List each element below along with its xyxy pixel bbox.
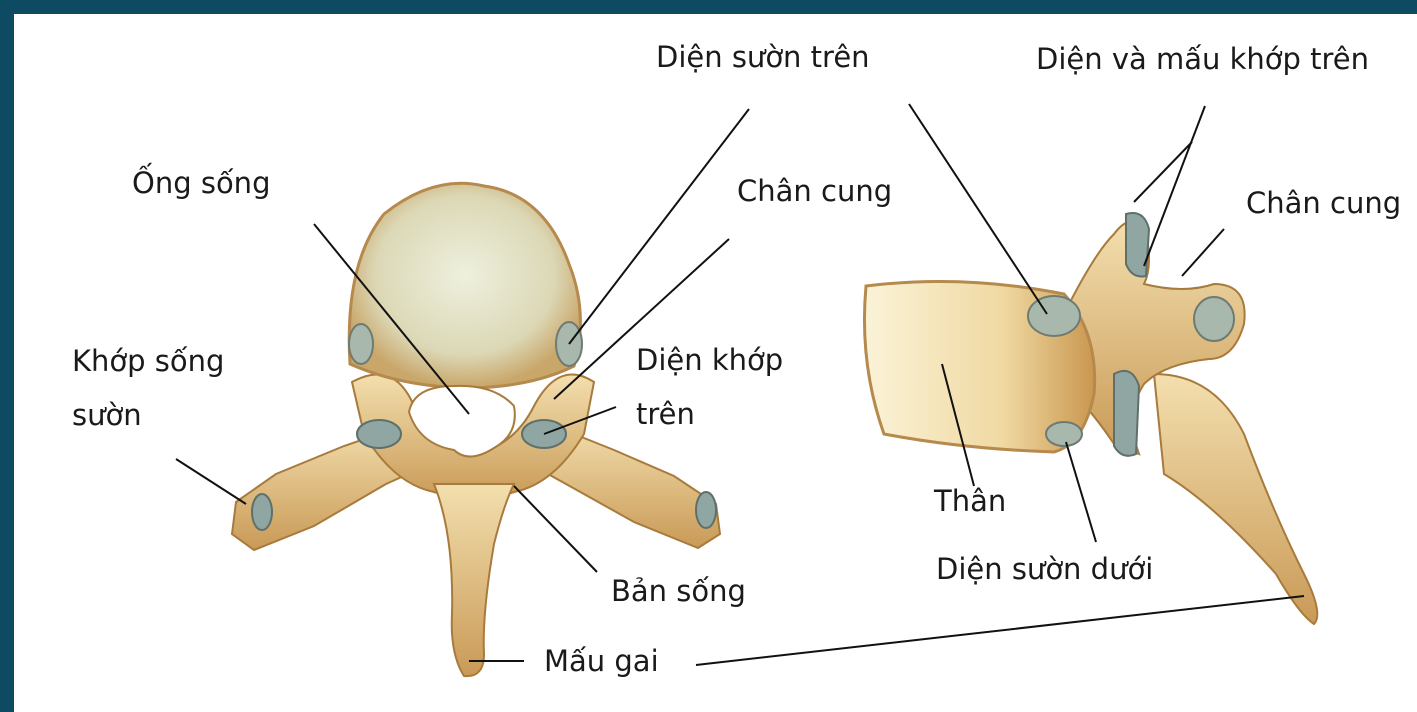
leader-dien-va-mau-khop-1: [1134, 142, 1192, 202]
label-khop-song-suon-line1: Khớp sống: [72, 344, 224, 378]
label-than: Thân: [934, 484, 1006, 518]
label-chan-cung-right: Chân cung: [1246, 186, 1401, 220]
right-transverse-costal-facet: [696, 492, 716, 528]
label-mau-gai: Mấu gai: [544, 644, 659, 678]
lateral-transverse-facet: [1194, 297, 1234, 341]
label-dien-khop-tren-line2: trên: [636, 397, 695, 431]
left-superior-articular-facet: [357, 420, 401, 448]
vertebral-body: [349, 183, 580, 388]
label-khop-song-suon-line2: sườn: [72, 398, 142, 432]
leader-ban-song: [514, 486, 597, 572]
label-ban-song: Bản sống: [611, 574, 746, 608]
leader-mau-gai-right: [696, 596, 1304, 665]
spinous-process: [434, 484, 514, 676]
leader-dien-suon-duoi: [1066, 442, 1096, 542]
lateral-inferior-articular-process: [1114, 371, 1139, 456]
leader-khop-song-suon: [176, 459, 246, 504]
diagram-canvas: Ống sống Diện sườn trên Chân cung Khớp s…: [14, 14, 1417, 712]
lateral-superior-articular-facet: [1126, 213, 1149, 277]
label-dien-suon-tren: Diện sườn trên: [656, 40, 870, 74]
lateral-superior-costal-facet: [1028, 296, 1080, 336]
label-dien-khop-tren-line1: Diện khớp: [636, 343, 783, 377]
leader-dien-suon-tren-left: [569, 109, 749, 344]
left-transverse-costal-facet: [252, 494, 272, 530]
lateral-inferior-costal-facet: [1046, 422, 1082, 446]
left-costal-facet-body: [349, 324, 373, 364]
label-chan-cung-left: Chân cung: [737, 174, 892, 208]
label-dien-suon-duoi: Diện sườn dưới: [936, 552, 1153, 586]
label-dien-va-mau-khop-tren: Diện và mấu khớp trên: [1036, 42, 1369, 76]
leader-dien-va-mau-khop-2: [1144, 106, 1205, 266]
leader-chan-cung-right: [1182, 229, 1224, 276]
label-ong-song: Ống sống: [132, 166, 270, 200]
lateral-spinous-process: [1154, 374, 1317, 624]
